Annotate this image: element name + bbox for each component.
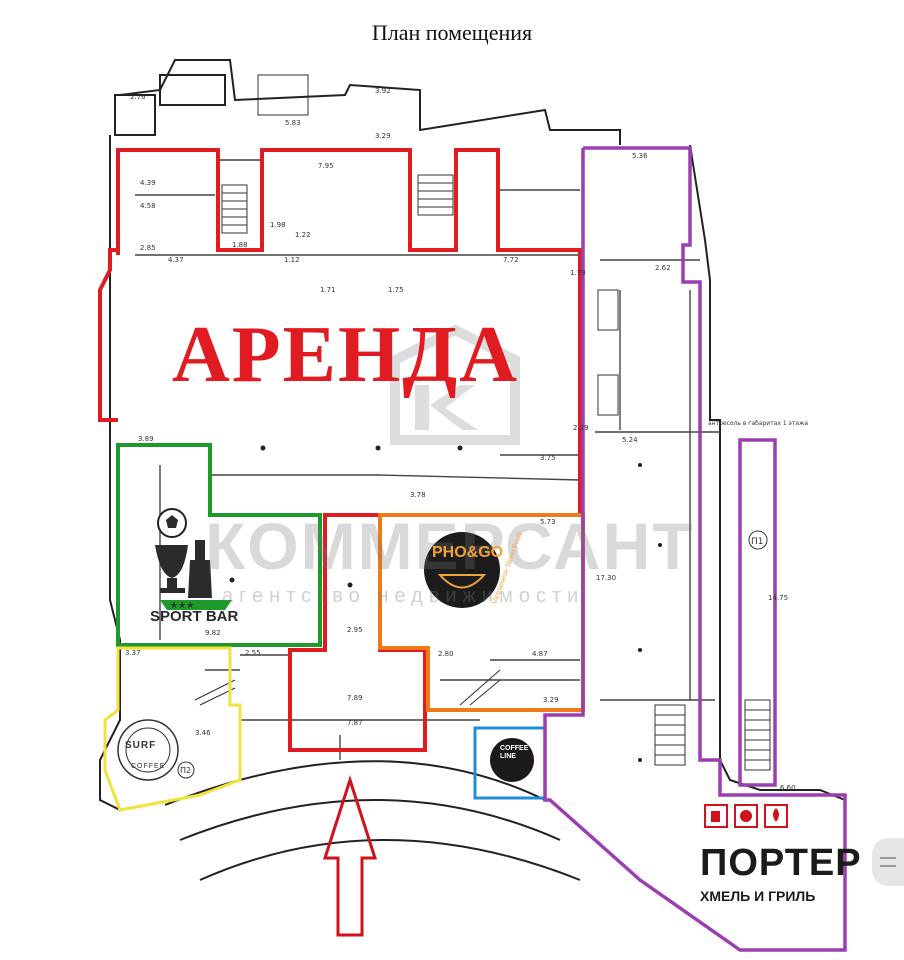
surf-coffee-name: SURF (125, 740, 157, 751)
dimension-label: 3.29 (543, 696, 559, 704)
surf-coffee-outline (103, 646, 242, 812)
coffee-line-name: COFFEE LINE (500, 745, 529, 760)
coffee-line-logo (490, 738, 534, 782)
agency-watermark: КОММЕРСАНТ (205, 509, 695, 583)
dimension-label: 7.87 (347, 719, 363, 727)
room-p2-badge (177, 761, 195, 779)
dimension-label: 2.55 (245, 649, 261, 657)
dimension-label: 1.12 (284, 256, 300, 264)
dimension-label: 1.88 (232, 241, 248, 249)
entry-arrow (322, 775, 378, 937)
dimension-label: 14.75 (768, 594, 788, 602)
dimension-label: 17.30 (596, 574, 616, 582)
rent-outline (98, 148, 582, 752)
dimension-label: 5.73 (540, 518, 556, 526)
dimension-label: 3.46 (195, 729, 211, 737)
porter-outline (543, 146, 847, 952)
dimension-labels: 2.76 3.92 5.83 3.29 7.95 4.37 2.85 4.58 … (125, 87, 796, 792)
surf-coffee-subtitle: COFFEE (131, 763, 166, 770)
porter-icons (704, 804, 788, 828)
sport-bar-stars: ★★★ (170, 601, 194, 611)
dimension-label: 1.75 (388, 286, 404, 294)
porter-subtitle: ХМЕЛЬ И ГРИЛЬ (700, 888, 816, 904)
dimension-label: 5.83 (285, 119, 301, 127)
page-title: План помещения (371, 20, 533, 45)
dimension-label: 3.78 (410, 491, 426, 499)
dimension-label: 1.71 (320, 286, 336, 294)
dimension-label: 3.89 (138, 435, 154, 443)
dimension-label: 1.79 (570, 269, 586, 277)
room-p2-label: П2 (180, 766, 191, 775)
sport-bar-outline (116, 443, 322, 647)
sport-bar-name: SPORT BAR (150, 608, 239, 625)
dimension-label: 4.58 (140, 202, 156, 210)
dimension-label: 1.22 (295, 231, 311, 239)
dimension-label: 2.62 (655, 264, 671, 272)
staircases (194, 74, 771, 771)
dimension-label: 4.37 (168, 256, 184, 264)
agency-logo-watermark (390, 324, 520, 445)
dimension-label: 1.98 (270, 221, 286, 229)
sport-bar-emblem (155, 508, 232, 610)
dimension-label: 7.72 (503, 256, 519, 264)
dimension-label: 3.75 (540, 454, 556, 462)
pho-go-logo (424, 532, 500, 608)
dimension-label: 7.89 (347, 694, 363, 702)
room-p1-badge (748, 530, 768, 550)
agency-watermark-subtitle: агентство недвижимости (222, 585, 585, 607)
side-scroll-handle[interactable] (872, 838, 904, 886)
dimension-label: 5.24 (622, 436, 638, 444)
dimension-label: 4.87 (532, 650, 548, 658)
dimension-label: 9.82 (205, 629, 221, 637)
surf-coffee-logo (117, 719, 179, 781)
dimension-label: 3.37 (125, 649, 141, 657)
rent-label: АРЕНДА (172, 311, 520, 399)
dimension-label: 3.29 (375, 132, 391, 140)
room-p1-label: П1 (751, 537, 764, 547)
dimension-label: 2.80 (438, 650, 454, 658)
pho-go-name: PHO&GO (432, 544, 504, 561)
mezzanine-note: антресоль в габаритах 1 этажа (708, 420, 808, 427)
dimension-label: 7.95 (318, 162, 334, 170)
dimension-label: 2.85 (140, 244, 156, 252)
porter-name: ПОРТЕР (700, 842, 862, 884)
dimension-label: 3.92 (375, 87, 391, 95)
dimension-label: 6.60 (780, 784, 796, 792)
dimension-label: 5.36 (632, 152, 648, 160)
dimension-label: 2.76 (130, 93, 146, 101)
dimension-label: 2.29 (573, 424, 589, 432)
dimension-label: 4.39 (140, 179, 156, 187)
dimension-label: 2.95 (347, 626, 363, 634)
drag-handle-icon (880, 857, 896, 867)
columns (229, 445, 662, 762)
